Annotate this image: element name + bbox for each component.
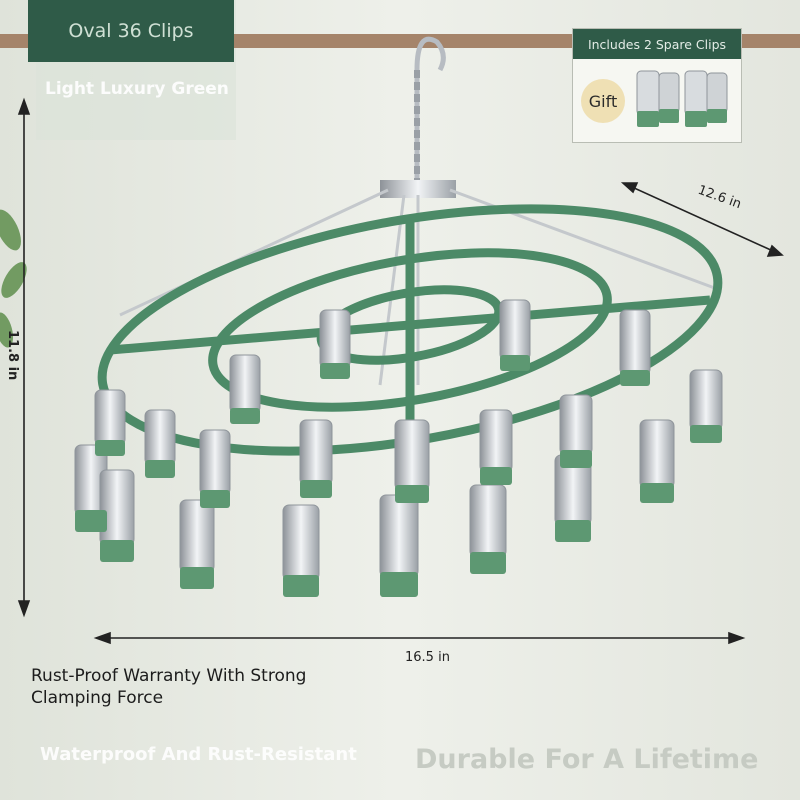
spare-clips-label: Includes 2 Spare Clips [573,29,741,59]
dimension-arrows [17,97,784,645]
gift-badge: Gift [581,79,625,123]
top-bracket [380,180,456,198]
color-name-label: Light Luxury Green [45,79,229,99]
durable-text: Durable For A Lifetime [415,744,759,775]
waterproof-text: Waterproof And Rust-Resistant [40,744,357,765]
spare-clips-box: Includes 2 Spare Clips Gift [572,28,742,143]
hook [414,36,446,190]
clips [74,299,723,597]
plant-leaves [0,209,27,348]
height-dimension: 11.8 in [5,330,20,381]
rust-proof-text: Rust-Proof Warranty With Strong Clamping… [31,666,307,708]
width-dimension: 16.5 in [405,650,450,665]
clip-count-label: Oval 36 Clips [28,0,234,62]
spare-clip-icon [636,70,728,127]
